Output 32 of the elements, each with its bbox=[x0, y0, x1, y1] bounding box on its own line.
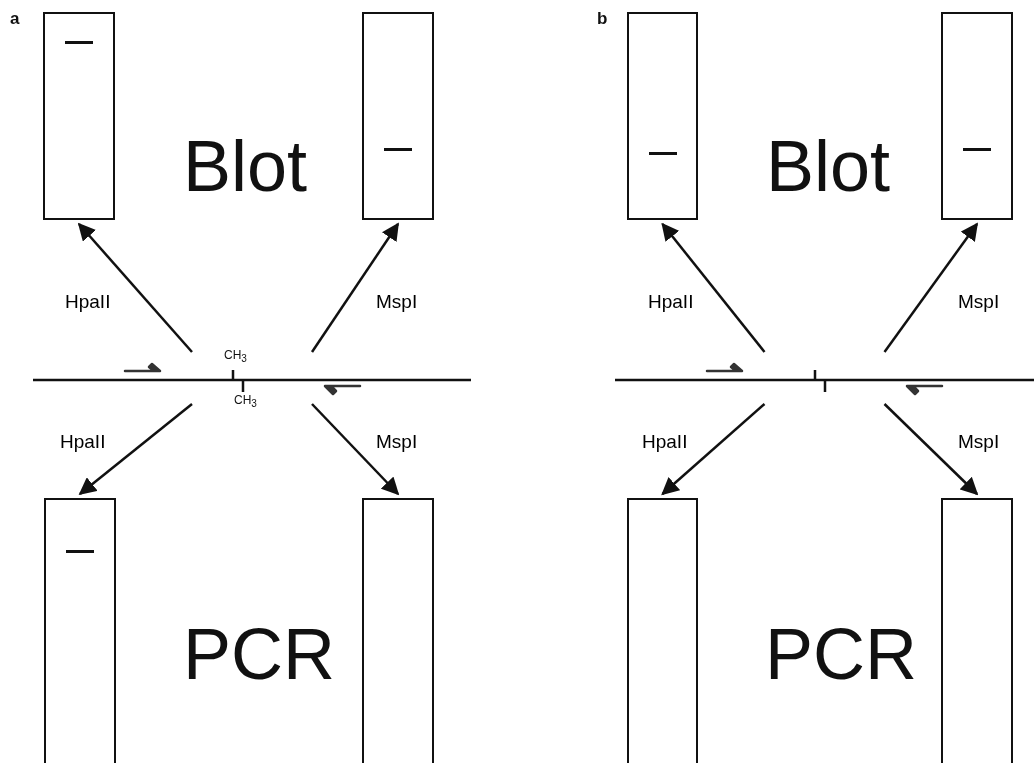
methyl-label: CH$_{3}$ bbox=[234, 394, 257, 410]
panel-letter: b bbox=[597, 10, 608, 27]
edge-label: HpaII bbox=[60, 432, 106, 453]
gel-lane bbox=[362, 498, 434, 763]
methyl-label: CH$_{3}$ bbox=[224, 349, 247, 365]
edge-label: MspI bbox=[958, 292, 1000, 313]
arrow bbox=[78, 403, 193, 496]
panel-letter: a bbox=[10, 10, 20, 27]
pcr-heading: PCR bbox=[183, 618, 335, 690]
arrow bbox=[661, 222, 766, 353]
blot-heading: Blot bbox=[183, 130, 308, 202]
arrow bbox=[883, 222, 979, 353]
gel-lane bbox=[627, 12, 698, 220]
arrow bbox=[310, 222, 400, 353]
gel-lane bbox=[941, 12, 1013, 220]
edge-label: MspI bbox=[958, 432, 1000, 453]
edge-label: HpaII bbox=[648, 292, 694, 313]
edge-label: HpaII bbox=[642, 432, 688, 453]
blot-heading: Blot bbox=[766, 130, 891, 202]
pcr-heading: PCR bbox=[765, 618, 917, 690]
gel-lane bbox=[43, 12, 115, 220]
edge-label: MspI bbox=[376, 432, 418, 453]
arrow bbox=[661, 403, 766, 496]
arrow bbox=[77, 222, 193, 353]
arrow bbox=[883, 403, 979, 496]
gel-lane bbox=[941, 498, 1013, 763]
gel-lane bbox=[44, 498, 116, 763]
edge-label: HpaII bbox=[65, 292, 111, 313]
gel-lane bbox=[627, 498, 698, 763]
arrow bbox=[311, 403, 400, 496]
edge-label: MspI bbox=[376, 292, 418, 313]
gel-lane bbox=[362, 12, 434, 220]
